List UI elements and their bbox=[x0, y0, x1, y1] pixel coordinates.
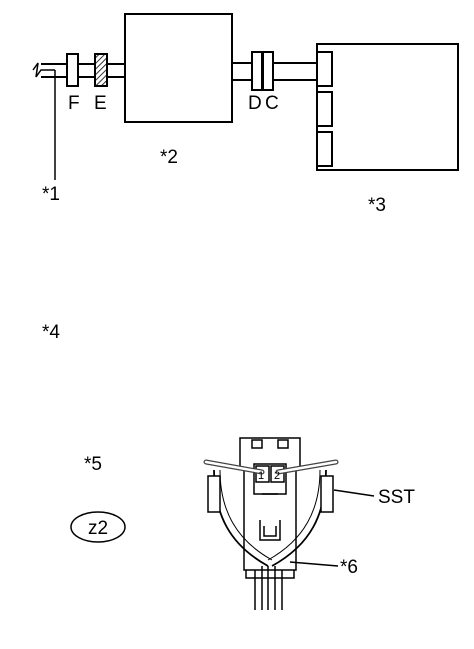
connector-f-label: F bbox=[68, 93, 80, 114]
component-3-terminal-1 bbox=[316, 51, 333, 87]
ref-label-3: *3 bbox=[368, 195, 386, 216]
sst-label: SST bbox=[378, 487, 415, 508]
connector-body bbox=[239, 437, 301, 571]
sst-pin-left-core bbox=[204, 460, 264, 474]
connector-e bbox=[94, 53, 108, 87]
connector-f bbox=[66, 53, 79, 87]
component-3-terminal-2 bbox=[316, 91, 333, 127]
ref-label-6: *6 bbox=[340, 557, 358, 578]
ref-label-2: *2 bbox=[160, 147, 178, 168]
wire-break-symbol bbox=[32, 62, 55, 78]
connector-top-notch-left bbox=[251, 439, 263, 449]
leader-line-6 bbox=[289, 561, 339, 567]
connector-c bbox=[262, 51, 274, 91]
component-box-2 bbox=[124, 13, 233, 123]
oval-tag-label: z2 bbox=[88, 518, 108, 539]
sst-pin-right-core bbox=[276, 460, 338, 474]
connector-d bbox=[251, 51, 263, 91]
ref-label-4: *4 bbox=[42, 322, 60, 343]
ref-label-5: *5 bbox=[84, 454, 102, 475]
oval-tag-outline bbox=[70, 511, 126, 543]
upper-system-diagram bbox=[32, 13, 459, 180]
terminal-pin-1-label: 1 bbox=[258, 470, 264, 482]
sst-probe-right bbox=[320, 475, 334, 513]
component-3-terminal-3 bbox=[316, 131, 333, 167]
ref-label-1: *1 bbox=[42, 184, 60, 205]
sst-lead-right-inner bbox=[267, 469, 321, 561]
connector-d-label: D bbox=[248, 93, 262, 114]
component-box-3 bbox=[316, 43, 459, 171]
connector-top-notch-right bbox=[277, 439, 289, 449]
latch-slot bbox=[259, 520, 281, 541]
connector-e-label: E bbox=[94, 93, 107, 114]
connector-test-assembly bbox=[203, 437, 375, 610]
terminal-pin-2-label: 2 bbox=[274, 470, 280, 482]
wire-bundle-base bbox=[245, 570, 295, 579]
connector-c-label: C bbox=[265, 93, 279, 114]
sst-leader-line bbox=[333, 489, 375, 497]
sst-probe-left bbox=[207, 475, 221, 513]
